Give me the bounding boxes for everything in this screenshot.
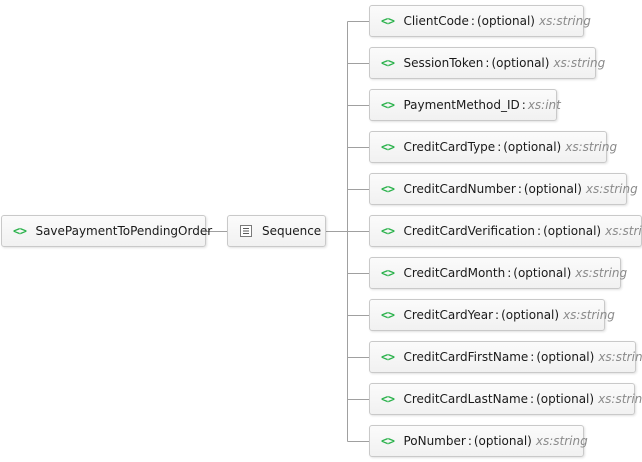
element-icon: <> xyxy=(381,350,395,364)
name-type-separator: : xyxy=(530,392,535,406)
element-icon: <> xyxy=(381,140,395,154)
optional-label: (optional) xyxy=(503,140,562,154)
element-type: xs:string xyxy=(565,140,618,154)
name-type-separator: : xyxy=(485,56,490,70)
element-name: SessionToken xyxy=(403,56,484,70)
element-name: CreditCardLastName xyxy=(403,392,529,406)
optional-label: (optional) xyxy=(536,392,595,406)
element-type: xs:string xyxy=(563,308,615,322)
name-type-separator: : xyxy=(537,224,542,238)
element-name: CreditCardNumber xyxy=(403,182,516,196)
element-icon: <> xyxy=(381,56,395,70)
element-icon: <> xyxy=(13,224,27,238)
element-type: xs:string xyxy=(598,350,642,364)
element-icon: <> xyxy=(381,224,395,238)
element-name: CreditCardFirstName xyxy=(403,350,529,364)
element-node[interactable]: <> CreditCardYear:(optional)xs:string xyxy=(369,299,615,331)
element-name: CreditCardType xyxy=(403,140,496,154)
element-node[interactable]: <> CreditCardFirstName:(optional)xs:strin… xyxy=(369,341,642,373)
name-type-separator: : xyxy=(507,266,512,280)
element-name: PaymentMethod_ID xyxy=(403,98,520,112)
optional-label: (optional) xyxy=(523,182,582,196)
optional-label: (optional) xyxy=(476,14,535,28)
name-type-separator: : xyxy=(497,140,502,154)
sequence-label: Sequence xyxy=(262,224,322,238)
sequence-node[interactable]: Sequence xyxy=(227,215,326,247)
element-type: xs:string xyxy=(605,224,642,238)
element-icon: <> xyxy=(381,98,395,112)
element-type: xs:int xyxy=(527,98,561,112)
optional-label: (optional) xyxy=(501,308,560,322)
name-type-separator: : xyxy=(495,308,500,322)
element-type: xs:string xyxy=(553,56,606,70)
name-type-separator: : xyxy=(521,98,526,112)
sequence-icon xyxy=(239,224,253,238)
element-name: ClientCode xyxy=(403,14,469,28)
optional-label: (optional) xyxy=(473,434,532,448)
element-node[interactable]: <> CreditCardNumber:(optional)xs:string xyxy=(369,173,638,205)
optional-label: (optional) xyxy=(513,266,572,280)
element-icon: <> xyxy=(381,308,395,322)
element-type: xs:string xyxy=(575,266,628,280)
name-type-separator: : xyxy=(467,434,472,448)
element-icon: <> xyxy=(381,182,395,196)
optional-label: (optional) xyxy=(536,350,595,364)
element-node[interactable]: <> PaymentMethod_ID:xs:int xyxy=(369,89,561,121)
name-type-separator: : xyxy=(530,350,535,364)
element-type: xs:string xyxy=(598,392,642,406)
element-name: PoNumber xyxy=(403,434,466,448)
element-node[interactable]: <> ClientCode:(optional)xs:string xyxy=(369,5,591,37)
element-name: CreditCardYear xyxy=(403,308,494,322)
element-icon: <> xyxy=(381,392,395,406)
element-node[interactable]: <> CreditCardVerification:(optional)xs:st… xyxy=(369,215,642,247)
element-node[interactable]: <> PoNumber:(optional)xs:string xyxy=(369,425,588,457)
element-type: xs:string xyxy=(585,182,638,196)
element-name: CreditCardMonth xyxy=(403,266,506,280)
element-node[interactable]: <> SessionToken:(optional)xs:string xyxy=(369,47,605,79)
optional-label: (optional) xyxy=(543,224,602,238)
element-node[interactable]: <> CreditCardType:(optional)xs:string xyxy=(369,131,617,163)
element-icon: <> xyxy=(381,434,395,448)
element-type: xs:string xyxy=(535,434,588,448)
root-element-node[interactable]: <> SavePaymentToPendingOrder xyxy=(1,215,212,247)
element-icon: <> xyxy=(381,266,395,280)
root-element-name: SavePaymentToPendingOrder xyxy=(35,224,213,238)
optional-label: (optional) xyxy=(491,56,550,70)
name-type-separator: : xyxy=(517,182,522,196)
name-type-separator: : xyxy=(470,14,475,28)
element-node[interactable]: <> CreditCardMonth:(optional)xs:string xyxy=(369,257,627,289)
element-icon: <> xyxy=(381,14,395,28)
element-node[interactable]: <> CreditCardLastName:(optional)xs:string xyxy=(369,383,642,415)
element-type: xs:string xyxy=(538,14,591,28)
element-name: CreditCardVerification xyxy=(403,224,536,238)
